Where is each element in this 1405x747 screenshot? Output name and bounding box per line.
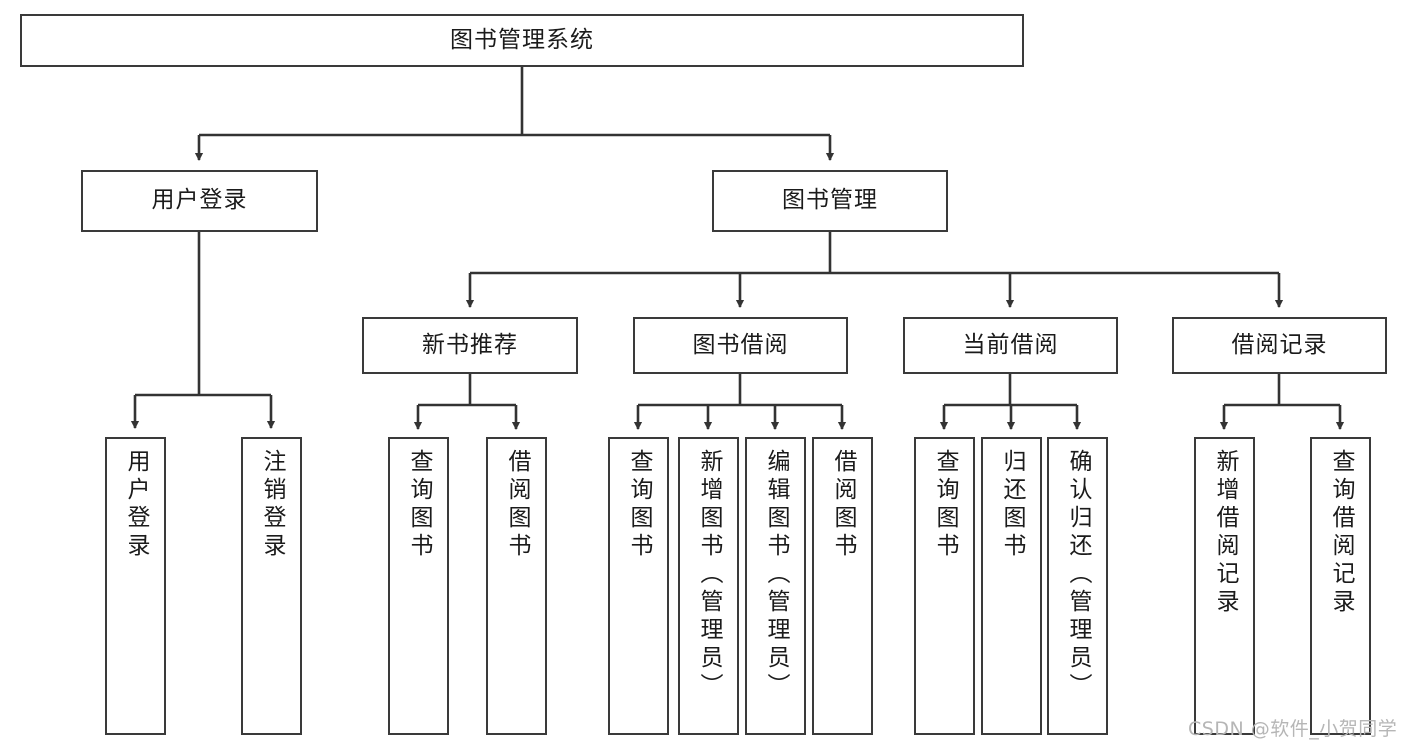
node-current-borrow-label: 当前借阅 <box>962 331 1059 358</box>
node-leaf-borrow-book-1[interactable]: 借阅图书 <box>486 437 547 735</box>
node-leaf-borrow-book-1-label: 借阅图书 <box>504 449 530 561</box>
node-leaf-query-book-2-label: 查询图书 <box>626 449 652 561</box>
node-leaf-edit-book-label: 编辑图书（管理员） <box>763 449 789 701</box>
node-leaf-user-login-label: 用户登录 <box>123 449 149 561</box>
node-leaf-query-book-2[interactable]: 查询图书 <box>608 437 669 735</box>
node-borrow-record-label: 借阅记录 <box>1231 331 1328 358</box>
node-leaf-add-record-label: 新增借阅记录 <box>1212 449 1238 617</box>
node-leaf-add-book-label: 新增图书（管理员） <box>696 449 722 701</box>
node-leaf-add-book[interactable]: 新增图书（管理员） <box>678 437 739 735</box>
node-current-borrow[interactable]: 当前借阅 <box>903 317 1118 374</box>
node-leaf-borrow-book-2-label: 借阅图书 <box>830 449 856 561</box>
node-user-login[interactable]: 用户登录 <box>81 170 318 232</box>
node-book-manage[interactable]: 图书管理 <box>712 170 948 232</box>
node-leaf-return-book[interactable]: 归还图书 <box>981 437 1042 735</box>
csdn-watermark: CSDN @软件_小贺同学 <box>1188 718 1398 740</box>
node-user-login-label: 用户登录 <box>151 187 248 214</box>
node-leaf-confirm-return[interactable]: 确认归还（管理员） <box>1047 437 1108 735</box>
node-leaf-query-record-label: 查询借阅记录 <box>1328 449 1354 617</box>
node-leaf-query-record[interactable]: 查询借阅记录 <box>1310 437 1371 735</box>
node-new-book-rec[interactable]: 新书推荐 <box>362 317 578 374</box>
node-leaf-borrow-book-2[interactable]: 借阅图书 <box>812 437 873 735</box>
node-leaf-query-book-1[interactable]: 查询图书 <box>388 437 449 735</box>
node-leaf-query-book-3[interactable]: 查询图书 <box>914 437 975 735</box>
node-leaf-logout[interactable]: 注销登录 <box>241 437 302 735</box>
node-leaf-query-book-1-label: 查询图书 <box>406 449 432 561</box>
node-leaf-query-book-3-label: 查询图书 <box>932 449 958 561</box>
node-leaf-return-book-label: 归还图书 <box>999 449 1025 561</box>
node-root-label: 图书管理系统 <box>450 26 594 53</box>
node-book-borrow[interactable]: 图书借阅 <box>633 317 848 374</box>
node-leaf-add-record[interactable]: 新增借阅记录 <box>1194 437 1255 735</box>
node-leaf-logout-label: 注销登录 <box>259 449 285 561</box>
node-book-manage-label: 图书管理 <box>782 187 878 214</box>
node-leaf-confirm-return-label: 确认归还（管理员） <box>1065 449 1091 701</box>
node-root[interactable]: 图书管理系统 <box>20 14 1024 67</box>
node-book-borrow-label: 图书借阅 <box>692 331 789 358</box>
node-leaf-user-login[interactable]: 用户登录 <box>105 437 166 735</box>
node-new-book-rec-label: 新书推荐 <box>422 331 518 358</box>
node-leaf-edit-book[interactable]: 编辑图书（管理员） <box>745 437 806 735</box>
node-borrow-record[interactable]: 借阅记录 <box>1172 317 1387 374</box>
